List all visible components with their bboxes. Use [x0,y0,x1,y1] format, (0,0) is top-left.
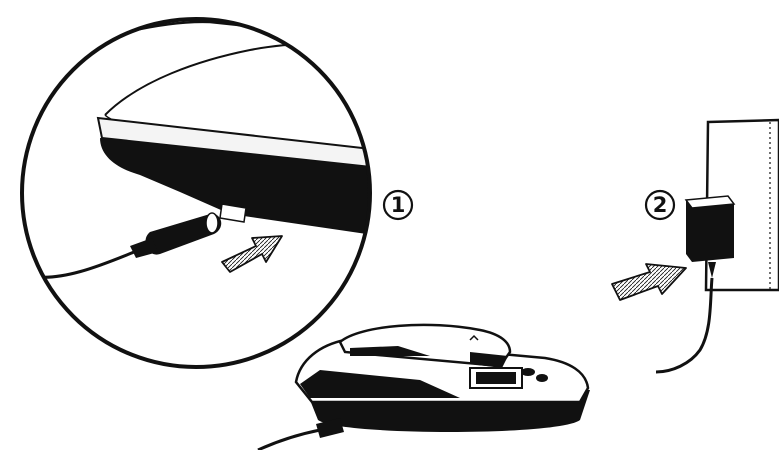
step-2-number: 2 [653,193,668,217]
push-arrow-icon [221,235,283,273]
zoom-circle-border [20,17,372,369]
base-shell-top-outline [22,20,370,72]
power-adapter-icon [655,195,736,374]
power-cord-zoom [22,250,135,279]
dc-jack-socket [219,203,247,223]
cradle-inner-curve [104,42,370,116]
base-underside [100,138,370,236]
handset-dark-band [205,19,370,60]
base-power-cord [257,418,344,450]
adapter-cord [655,277,714,374]
step-1-label: 1 [382,189,414,221]
base-lip [96,116,370,170]
push-arrow-2-icon [611,263,687,301]
step-1-number: 1 [391,193,406,217]
dc-plug-icon [130,212,222,258]
step-2-label: 2 [644,189,676,221]
charging-base-icon [294,323,590,432]
zoom-detail-view [20,17,372,369]
